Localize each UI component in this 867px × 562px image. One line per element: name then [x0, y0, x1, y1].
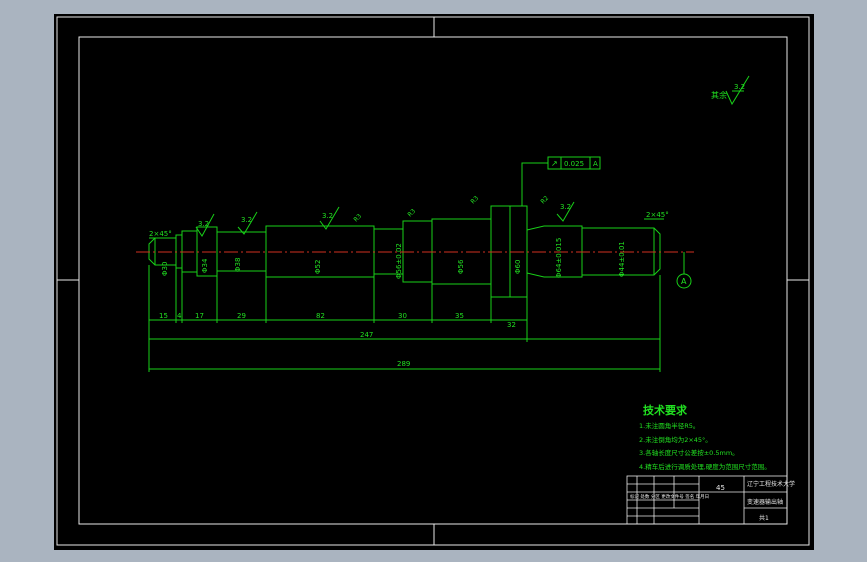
- diameter-3: Φ38: [234, 258, 242, 272]
- drawing-canvas: 其余 3.2 A ↗ 0.025 A 2×45° 2×45° 3.2 3.2 3…: [54, 14, 814, 550]
- tech-item-2: 2.未注倒角均为2×45°。: [639, 435, 712, 444]
- ra-mark-4: R2: [539, 195, 550, 206]
- title-block-sheet: 共1: [759, 514, 769, 522]
- diameter-2: Φ34: [201, 258, 209, 273]
- title-block: [626, 475, 788, 525]
- diameter-4: Φ52: [314, 260, 322, 274]
- length-8: 32: [507, 321, 516, 329]
- tech-items: 1.未注圆角半径R5。 2.未注倒角均为2×45°。 3.各轴长度尺寸公差按±0…: [639, 421, 771, 471]
- length-2: 4: [177, 312, 182, 320]
- length-labels: 15 4 17 29 82 30 35 32 247 289: [159, 312, 516, 368]
- length-6: 30: [398, 312, 407, 320]
- length-4: 29: [237, 312, 246, 320]
- roughness-other-label: 其余: [711, 90, 727, 100]
- length-overall: 289: [397, 360, 410, 368]
- chamfer-left: 2×45°: [149, 230, 172, 238]
- ra-mark-2: R3: [406, 208, 417, 219]
- diameter-labels: Φ30 Φ34 Φ38 Φ52 Φ56±0.02 Φ56 Φ60 Φ64±0.0…: [161, 238, 626, 279]
- ra-mark-3: R3: [469, 195, 480, 206]
- sheet-border: [56, 16, 810, 546]
- title-block-drawing-name: 变速器输出轴: [747, 498, 783, 506]
- diameter-7: Φ60: [514, 260, 522, 274]
- tolerance-datum: A: [593, 160, 598, 168]
- datum-symbol: [676, 252, 692, 289]
- diameter-8: Φ64±0.015: [555, 238, 563, 278]
- tech-title: 技术要求: [643, 403, 688, 417]
- centering-marks: [57, 17, 809, 545]
- roughness-marks: [195, 201, 575, 237]
- roughness-mark-1: 3.2: [198, 220, 209, 228]
- length-inner: 247: [360, 331, 373, 339]
- length-3: 17: [195, 312, 204, 320]
- diameter-6: Φ56: [457, 259, 465, 274]
- roughness-other-value: 3.2: [734, 83, 745, 91]
- dimension-lines: [148, 265, 661, 372]
- diameter-5: Φ56±0.02: [395, 243, 403, 279]
- cad-drawing: 其余 3.2 A ↗ 0.025 A 2×45° 2×45° 3.2 3.2 3…: [56, 16, 810, 546]
- length-7: 35: [455, 312, 464, 320]
- tolerance-value: 0.025: [564, 160, 584, 168]
- tech-item-4: 4.精车后进行调质处理,硬度为范围尺寸范围。: [639, 462, 771, 471]
- tolerance-symbol: ↗: [551, 159, 558, 168]
- roughness-mark-4: 3.2: [560, 203, 571, 211]
- datum-label: A: [681, 277, 687, 286]
- tolerance-frame: [521, 156, 601, 206]
- roughness-mark-2: 3.2: [241, 216, 252, 224]
- roughness-mark-3: 3.2: [322, 212, 333, 220]
- title-block-material: 45: [716, 484, 725, 492]
- length-5: 82: [316, 312, 325, 320]
- ra-mark-1: R3: [352, 213, 363, 224]
- diameter-1: Φ30: [161, 262, 169, 276]
- title-block-rev-row: 标记 处数 分区 更改文件号 签名 年月日: [630, 493, 709, 500]
- chamfer-right: 2×45°: [646, 211, 669, 219]
- diameter-9: Φ44±0.01: [618, 241, 626, 277]
- roughness-other-symbol: [725, 75, 750, 106]
- length-1: 15: [159, 312, 168, 320]
- tech-item-1: 1.未注圆角半径R5。: [639, 421, 699, 430]
- title-block-school: 辽宁工程技术大学: [747, 480, 795, 488]
- tech-item-3: 3.各轴长度尺寸公差按±0.5mm。: [639, 448, 739, 457]
